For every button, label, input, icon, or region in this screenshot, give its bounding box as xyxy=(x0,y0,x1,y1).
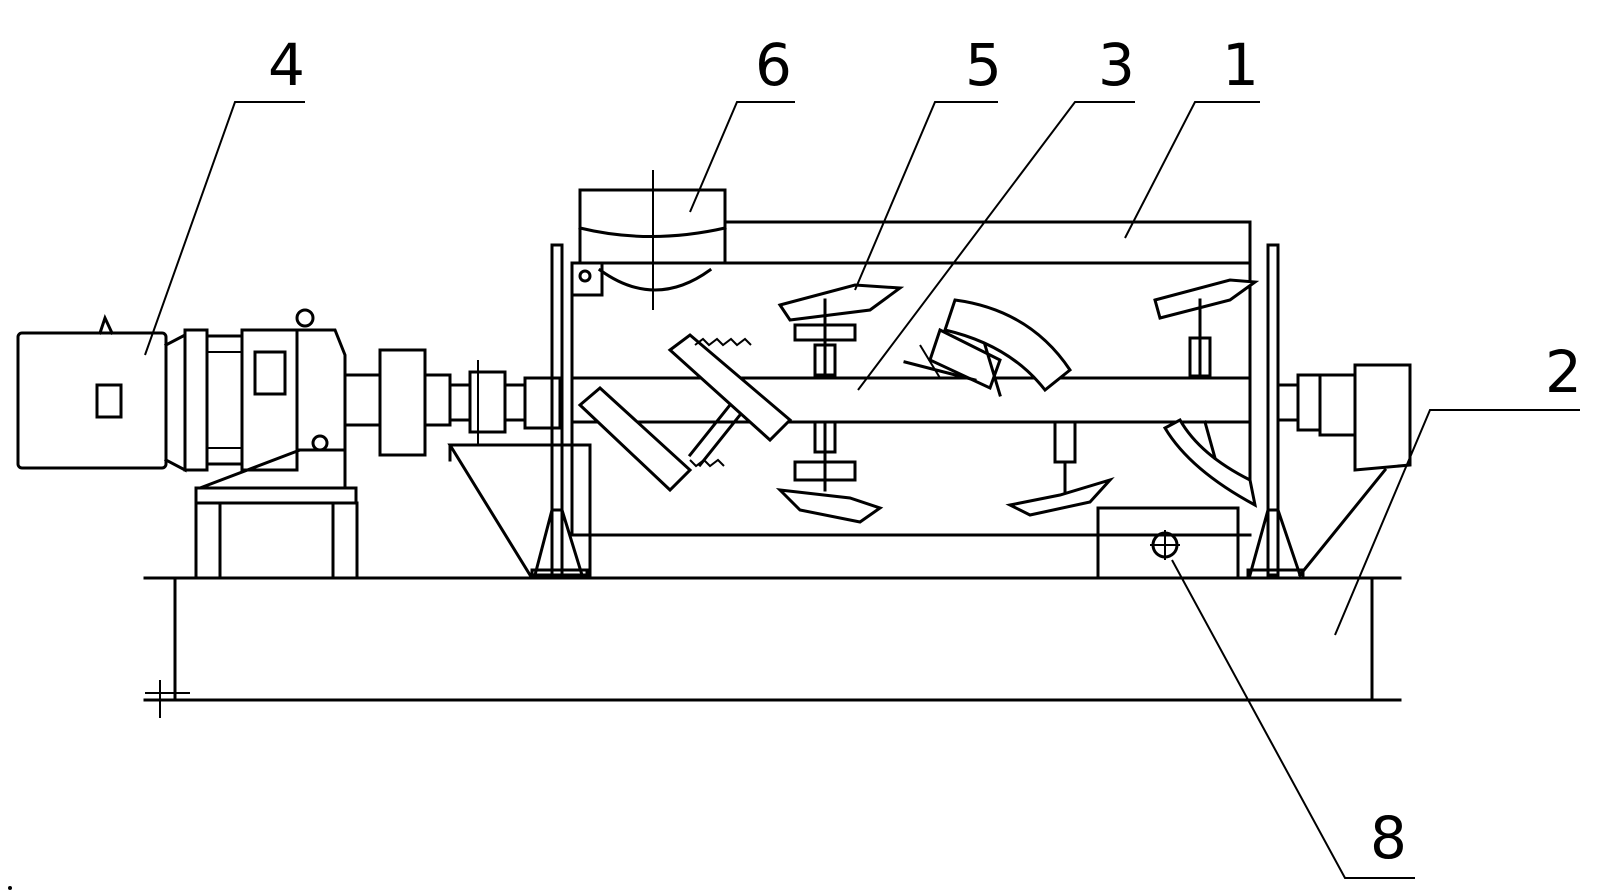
paddles xyxy=(577,278,1260,524)
motor xyxy=(16,313,187,473)
main-shaft xyxy=(570,376,1252,424)
base-frame xyxy=(143,576,1402,718)
label-8: 8 xyxy=(1370,804,1407,872)
label-5: 5 xyxy=(965,31,1002,99)
corner-dot xyxy=(8,886,12,890)
motor-stand xyxy=(194,486,359,580)
gearbox xyxy=(183,308,347,490)
discharge-box xyxy=(1096,506,1240,580)
coupling xyxy=(343,348,562,457)
part-labels: 4 6 5 3 1 2 8 xyxy=(268,31,1582,872)
left-support xyxy=(447,243,592,580)
right-support xyxy=(1246,243,1412,580)
mixing-drum xyxy=(570,220,1252,537)
label-3: 3 xyxy=(1098,31,1135,99)
leader-lines xyxy=(144,101,1580,879)
label-1: 1 xyxy=(1222,31,1259,99)
label-4: 4 xyxy=(268,31,305,99)
label-6: 6 xyxy=(755,31,792,99)
feed-inlet xyxy=(570,170,727,310)
label-2: 2 xyxy=(1545,338,1582,406)
